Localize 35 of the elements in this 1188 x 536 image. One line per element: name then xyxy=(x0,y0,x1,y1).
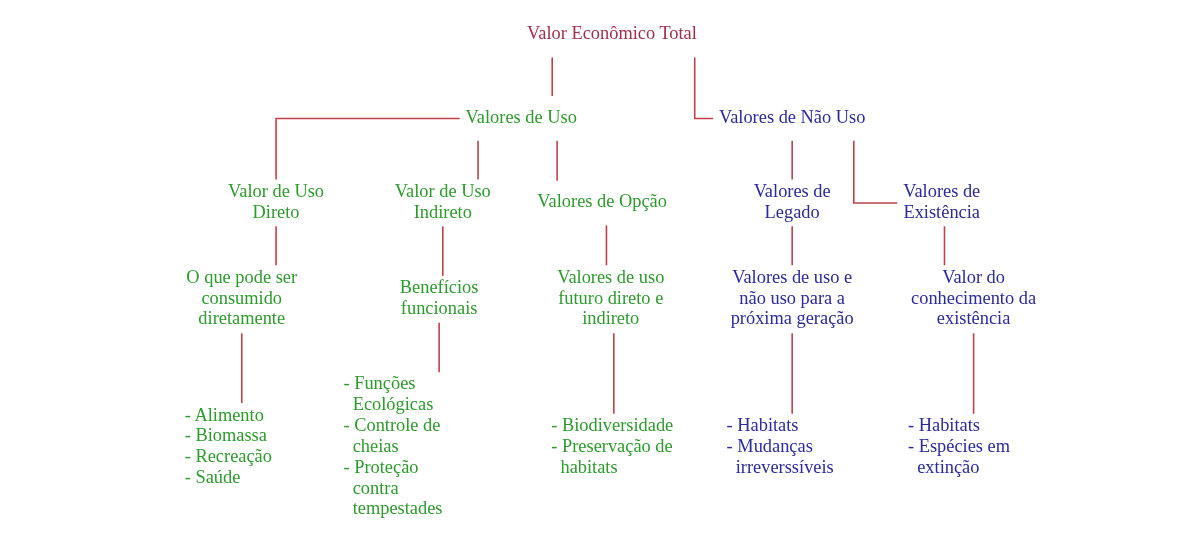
connector xyxy=(437,321,440,373)
connector xyxy=(693,56,714,120)
connector xyxy=(972,332,974,415)
node-text: - Habitats - Mudanças irreverssíveis xyxy=(726,415,834,477)
connector xyxy=(943,225,945,267)
connector xyxy=(852,139,898,204)
node-text: Valores de Existência xyxy=(902,180,980,222)
connector xyxy=(441,225,444,277)
connector xyxy=(550,56,553,97)
node-text: - Biodiversidade - Preservação de habitats xyxy=(550,415,673,477)
connector xyxy=(612,332,615,415)
connector xyxy=(555,139,558,182)
node-text: Valor de Uso Indireto xyxy=(394,180,491,222)
node-text: Valor Econômico Total xyxy=(526,23,697,44)
node-text: - Habitats - Espécies em extinção xyxy=(907,415,1010,477)
node-text: Valores de Legado xyxy=(753,180,831,222)
node-text: Valores de Não Uso xyxy=(718,106,865,127)
node-text: - Alimento - Biomassa - Recreação - Saúde xyxy=(184,404,272,488)
node-text: Valores de uso futuro direto e indireto xyxy=(556,266,664,329)
node-text: - Funções Ecológicas - Controle de cheias - Proteção contra tempestades xyxy=(343,373,442,519)
node-text: O que pode ser consumido diretamente xyxy=(185,266,297,329)
node-text: Valores de uso e não uso para a próxima geração xyxy=(730,266,854,329)
connector xyxy=(240,332,243,404)
connector xyxy=(790,225,793,267)
node-text: Benefícios funcionais xyxy=(399,277,478,318)
connector xyxy=(605,224,607,267)
node-text: Valores de Uso xyxy=(465,106,577,127)
node-text: Valores de Opção xyxy=(536,191,667,212)
node-text: Valor de Uso Direto xyxy=(227,180,324,222)
node-text: Valor do conhecimento da existência xyxy=(910,266,1036,329)
connector xyxy=(476,139,479,181)
connector xyxy=(790,332,793,415)
connector xyxy=(274,225,277,267)
connector xyxy=(790,139,793,181)
connector xyxy=(274,117,460,181)
